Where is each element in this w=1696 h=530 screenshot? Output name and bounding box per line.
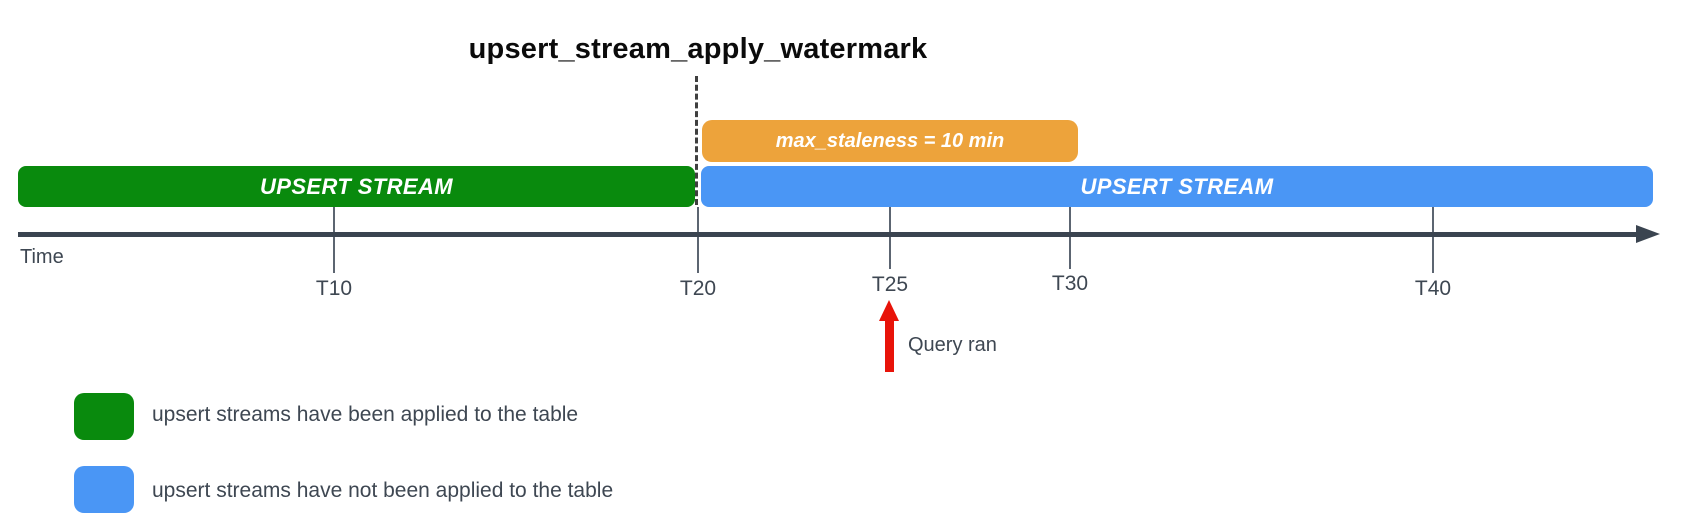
tick-label-t30: T30 [1051,272,1089,295]
diagram-title: upsert_stream_apply_watermark [468,33,928,65]
tick-t40 [1432,207,1434,273]
upsert-stream-applied-bar-label: UPSERT STREAM [259,173,454,199]
watermark-dashed-line [695,76,698,205]
tick-label-t20: T20 [679,277,717,300]
tick-t30 [1069,207,1071,269]
tick-label-t10: T10 [315,277,353,300]
tick-label-t40: T40 [1414,277,1452,300]
time-axis-arrowhead-icon [1636,225,1660,243]
query-ran-arrow-shaft [885,319,894,372]
tick-t10 [333,207,335,273]
upsert-stream-applied-bar: UPSERT STREAM [18,166,695,207]
legend-swatch-not-applied [74,466,134,513]
legend-label-not-applied: upsert streams have not been applied to … [152,479,614,502]
max-staleness-label: max_staleness = 10 min [775,129,1005,152]
query-ran-arrow-icon [879,300,899,321]
legend-label-applied: upsert streams have been applied to the … [152,403,579,426]
upsert-stream-not-applied-bar: UPSERT STREAM [701,166,1653,207]
upsert-stream-not-applied-bar-label: UPSERT STREAM [1080,173,1274,199]
tick-t20 [697,207,699,273]
tick-label-t25: T25 [871,273,909,296]
max-staleness-badge: max_staleness = 10 min [702,120,1078,162]
legend-swatch-applied [74,393,134,440]
tick-t25 [889,207,891,269]
query-ran-label: Query ran [908,334,997,356]
time-axis-label: Time [20,246,64,268]
time-axis-line [18,232,1640,237]
